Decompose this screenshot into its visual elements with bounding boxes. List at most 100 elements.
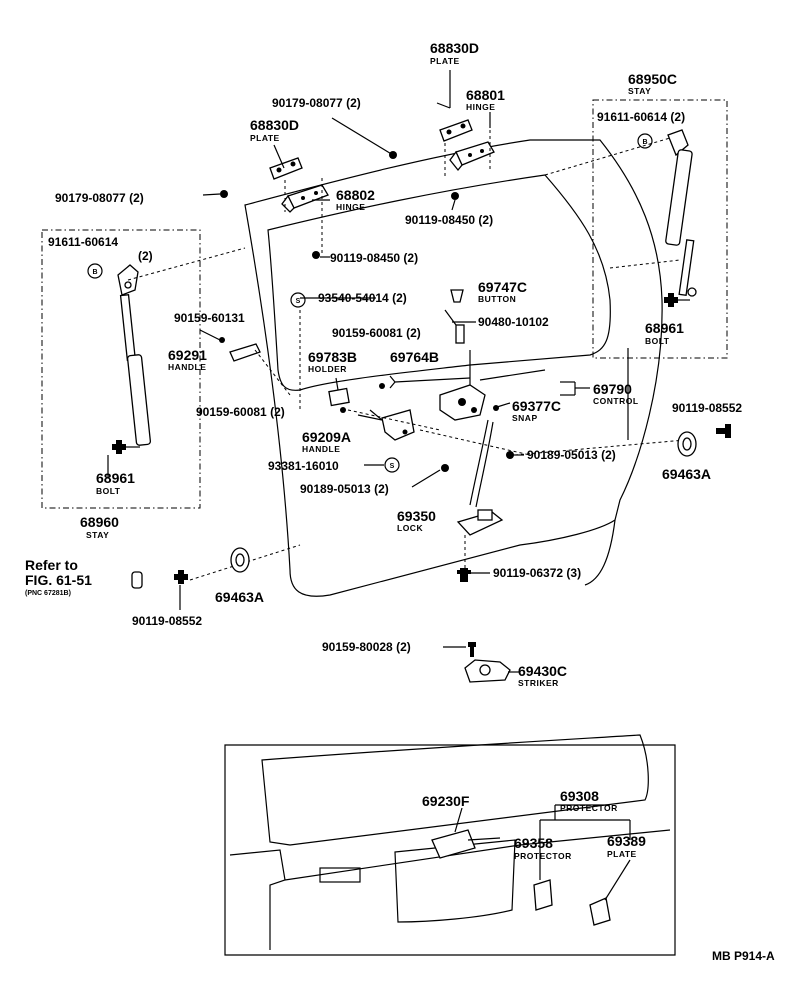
bolt-left-90119-08552	[174, 570, 188, 610]
label-bolt-right: BOLT	[645, 336, 670, 346]
label-refer-line3: (PNC 67281B)	[25, 590, 71, 597]
handle-69291	[199, 329, 261, 362]
label-refer-line1: Refer to	[25, 557, 78, 573]
label-68960: 68960	[80, 514, 119, 530]
label-protector-b: PROTECTOR	[514, 851, 572, 861]
label-69358: 69358	[514, 835, 553, 851]
label-91611-left-qty: (2)	[138, 249, 153, 263]
label-69209A: 69209A	[302, 429, 351, 445]
label-69291: 69291	[168, 347, 207, 363]
label-bolt-left: BOLT	[96, 486, 121, 496]
label-button: BUTTON	[478, 294, 516, 304]
left-plate	[269, 157, 303, 180]
cushion-left	[230, 547, 250, 573]
label-90119-08552-left: 90119-08552	[132, 614, 202, 628]
nut-icons	[220, 151, 514, 472]
label-69463A-left: 69463A	[215, 589, 264, 605]
lock-rod-and-lock	[456, 419, 504, 570]
label-69790: 69790	[593, 381, 632, 397]
label-fig-code: MB P914-A	[712, 949, 775, 963]
label-protector-a: PROTECTOR	[560, 803, 618, 813]
label-68830D-left: 68830D	[250, 117, 299, 133]
clip-refer	[131, 571, 143, 589]
label-68950C: 68950C	[628, 71, 677, 87]
label-93540: 93540-54014 (2)	[318, 291, 407, 305]
cushion-right	[677, 431, 697, 457]
label-90119-08450-b: 90119-08450 (2)	[330, 251, 418, 265]
handle-69209A	[357, 409, 415, 441]
right-stay-bolt	[664, 293, 690, 307]
label-90159-60081-b: 90159-60081 (2)	[196, 405, 285, 419]
label-69783B: 69783B	[308, 349, 357, 365]
label-hinge-left: HINGE	[336, 202, 365, 212]
label-90119-08552-right: 90119-08552	[672, 401, 742, 415]
holder-69783B	[328, 377, 350, 407]
symbol-b-right-text: B	[642, 139, 647, 146]
label-hinge-top: HINGE	[466, 102, 495, 112]
label-68802: 68802	[336, 187, 375, 203]
right-stay-group: B	[544, 99, 728, 359]
control-69790	[389, 324, 546, 421]
label-68961-left: 68961	[96, 470, 135, 486]
screw-90159-80028	[468, 642, 476, 657]
symbol-s-2-text: S	[390, 463, 395, 470]
snap-69377C	[493, 405, 499, 411]
symbol-s-1-text: S	[296, 298, 301, 305]
label-69350: 69350	[397, 508, 436, 524]
label-90480: 90480-10102	[478, 315, 549, 329]
label-68830D-top: 68830D	[430, 40, 479, 56]
top-hinge	[444, 130, 495, 178]
label-91611-left: 91611-60614	[48, 235, 118, 249]
back-door-panel	[244, 139, 663, 597]
top-plate	[439, 70, 473, 142]
symbol-s-1	[290, 292, 306, 308]
label-69463A-right: 69463A	[662, 466, 711, 482]
left-stay-bolt	[112, 440, 140, 454]
label-90179-left: 90179-08077 (2)	[55, 191, 144, 205]
symbol-s-2	[384, 457, 400, 473]
right-gas-strut	[665, 129, 697, 297]
label-69389: 69389	[607, 833, 646, 849]
symbol-b-left-text: B	[92, 269, 97, 276]
label-stay-left: STAY	[86, 530, 109, 540]
bolt-right-90119-08552	[716, 424, 731, 438]
label-68801: 68801	[466, 87, 505, 103]
inset-frame	[224, 734, 676, 956]
label-90159-60131: 90159-60131	[174, 311, 245, 325]
symbol-b-left	[87, 263, 103, 279]
label-refer-line2: FIG. 61-51	[25, 572, 92, 588]
label-handle-left: HANDLE	[168, 362, 206, 372]
label-69430C: 69430C	[518, 663, 567, 679]
label-striker: STRIKER	[518, 678, 559, 688]
left-gas-strut	[117, 264, 152, 446]
button-69747C	[450, 289, 464, 303]
label-93381: 93381-16010	[268, 459, 339, 473]
label-control: CONTROL	[593, 396, 639, 406]
label-91611-right: 91611-60614 (2)	[597, 110, 685, 124]
label-stay-top: STAY	[628, 86, 651, 96]
label-90159-60081-a: 90159-60081 (2)	[332, 326, 421, 340]
label-lock: LOCK	[397, 523, 423, 533]
label-69764B: 69764B	[390, 349, 439, 365]
label-plate-left: PLATE	[250, 133, 280, 143]
left-stay-group: B	[41, 229, 246, 509]
label-90179-top: 90179-08077 (2)	[272, 96, 361, 110]
bolt-90119-06372	[457, 568, 471, 582]
label-90189-a: 90189-05013 (2)	[527, 448, 616, 462]
label-69230F: 69230F	[422, 793, 470, 809]
label-68961-right: 68961	[645, 320, 684, 336]
label-holder: HOLDER	[308, 364, 347, 374]
label-90119-08450-a: 90119-08450 (2)	[405, 213, 493, 227]
labels: 68830D PLATE 90179-08077 (2) 68801 HINGE…	[25, 40, 775, 963]
left-hinge	[281, 178, 329, 255]
label-plate-top: PLATE	[430, 56, 460, 66]
label-69377C: 69377C	[512, 398, 561, 414]
label-90119-06372: 90119-06372 (3)	[493, 566, 581, 580]
label-69747C: 69747C	[478, 279, 527, 295]
label-90159-80028: 90159-80028 (2)	[322, 640, 411, 654]
label-snap: SNAP	[512, 413, 538, 423]
label-plate-bottom: PLATE	[607, 849, 637, 859]
label-90189-b: 90189-05013 (2)	[300, 482, 389, 496]
label-handle: HANDLE	[302, 444, 340, 454]
